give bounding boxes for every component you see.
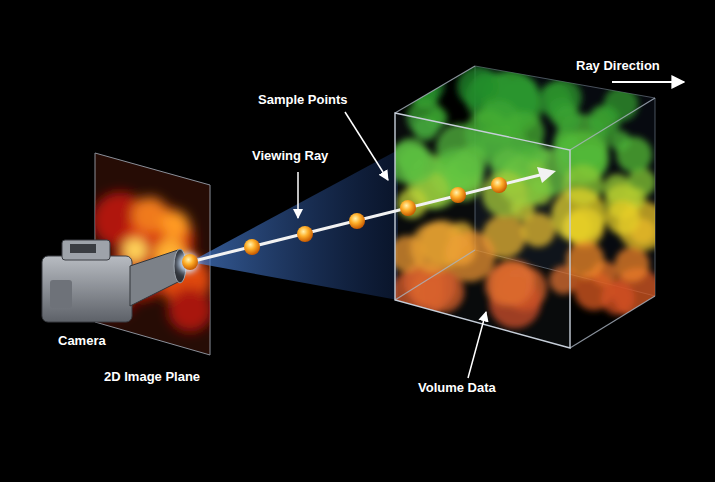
volume-data-label: Volume Data xyxy=(418,380,496,396)
camera-body xyxy=(42,256,132,322)
sample-point xyxy=(244,239,260,255)
cube-edge xyxy=(395,66,475,113)
cube-front-face xyxy=(395,113,570,348)
direction-label: Ray Direction xyxy=(576,58,660,74)
viewing-ray-leader xyxy=(297,172,299,218)
cloud-puff xyxy=(604,87,639,122)
cloud-puff xyxy=(615,247,650,282)
volume-cube xyxy=(386,65,667,348)
cloud-puff xyxy=(606,201,640,235)
sample-point xyxy=(400,200,416,216)
viewing-ray-label: Viewing Ray xyxy=(252,148,328,164)
sample-point xyxy=(491,177,507,193)
cloud-puff xyxy=(473,75,495,97)
ray-arrowhead xyxy=(537,167,556,183)
sample-point xyxy=(182,254,198,270)
camera-lens xyxy=(130,250,178,306)
sample-point xyxy=(450,187,466,203)
camera-top xyxy=(62,240,110,260)
camera-label: Camera xyxy=(58,333,106,349)
cloud-puff xyxy=(601,281,635,315)
volume-data-leader xyxy=(468,312,486,378)
cube-edge xyxy=(570,98,655,150)
camera-icon xyxy=(42,240,198,322)
cube-edge xyxy=(570,296,655,348)
sample-point xyxy=(297,226,313,242)
cloud-puff xyxy=(554,105,581,132)
sample-points-label: Sample Points xyxy=(258,92,348,108)
camera-viewfinder xyxy=(70,244,96,253)
ray-direction-arrow xyxy=(612,81,684,83)
image-plane-label: 2D Image Plane xyxy=(104,369,200,385)
lens-glow xyxy=(178,253,198,273)
viewing-ray xyxy=(190,175,540,262)
view-frustum xyxy=(190,150,398,300)
cloud-puff xyxy=(566,241,604,279)
fire-blob xyxy=(168,288,212,332)
fire-blob xyxy=(161,211,189,239)
sample-point xyxy=(349,213,365,229)
sample-points-leader xyxy=(345,112,388,180)
camera-grip xyxy=(50,280,72,308)
